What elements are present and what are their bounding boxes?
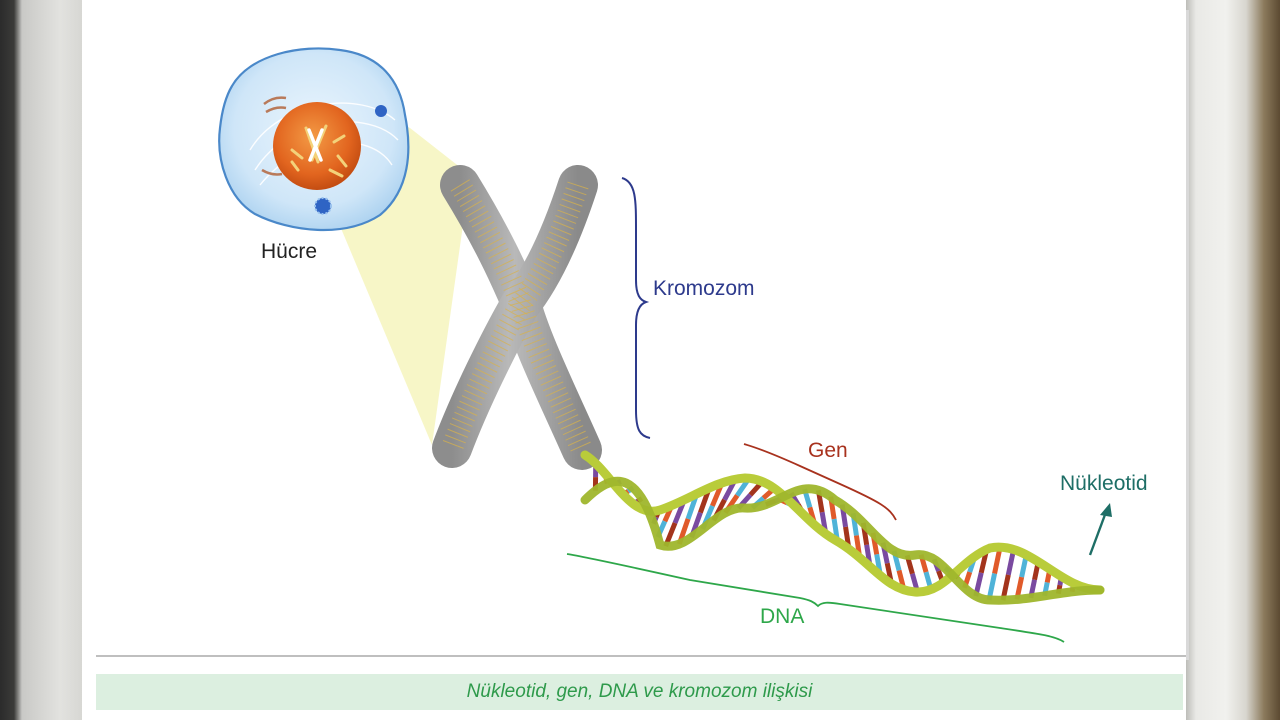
- gene-bracket: [743, 443, 897, 521]
- figure-caption: Nükleotid, gen, DNA ve kromozom ilişkisi: [466, 681, 813, 702]
- gene-label: Gen: [808, 439, 848, 462]
- background-right: [1186, 0, 1280, 720]
- centriole-top: [375, 105, 387, 117]
- nucleotide-label: Nükleotid: [1060, 472, 1148, 495]
- frame-bottom-line: [96, 655, 1186, 657]
- cell-label: Hücre: [261, 240, 318, 263]
- nucleus-chromosomes: [290, 124, 348, 178]
- chromosome-illustration: [432, 165, 602, 470]
- page-edge: [1186, 10, 1189, 660]
- cell-illustration: [218, 47, 410, 231]
- chromosome-bracket: [621, 177, 651, 439]
- golgi: [261, 96, 287, 176]
- dna-label: DNA: [760, 605, 805, 628]
- caption-bar: Nükleotid, gen, DNA ve kromozom ilişkisi: [96, 674, 1183, 710]
- nucleotide-arrow-icon: [1088, 503, 1112, 556]
- chromosome-label: Kromozom: [653, 277, 755, 300]
- dna-bracket: [566, 553, 1065, 643]
- dna-strand-b: [580, 476, 1105, 605]
- nucleus-center-x: [307, 128, 324, 162]
- centriole-bottom: [314, 197, 332, 215]
- chromatid-right: [432, 165, 598, 468]
- dna-strand-a: [580, 450, 1105, 597]
- background-left: [0, 0, 82, 720]
- dna-helix-illustration: [580, 450, 1105, 605]
